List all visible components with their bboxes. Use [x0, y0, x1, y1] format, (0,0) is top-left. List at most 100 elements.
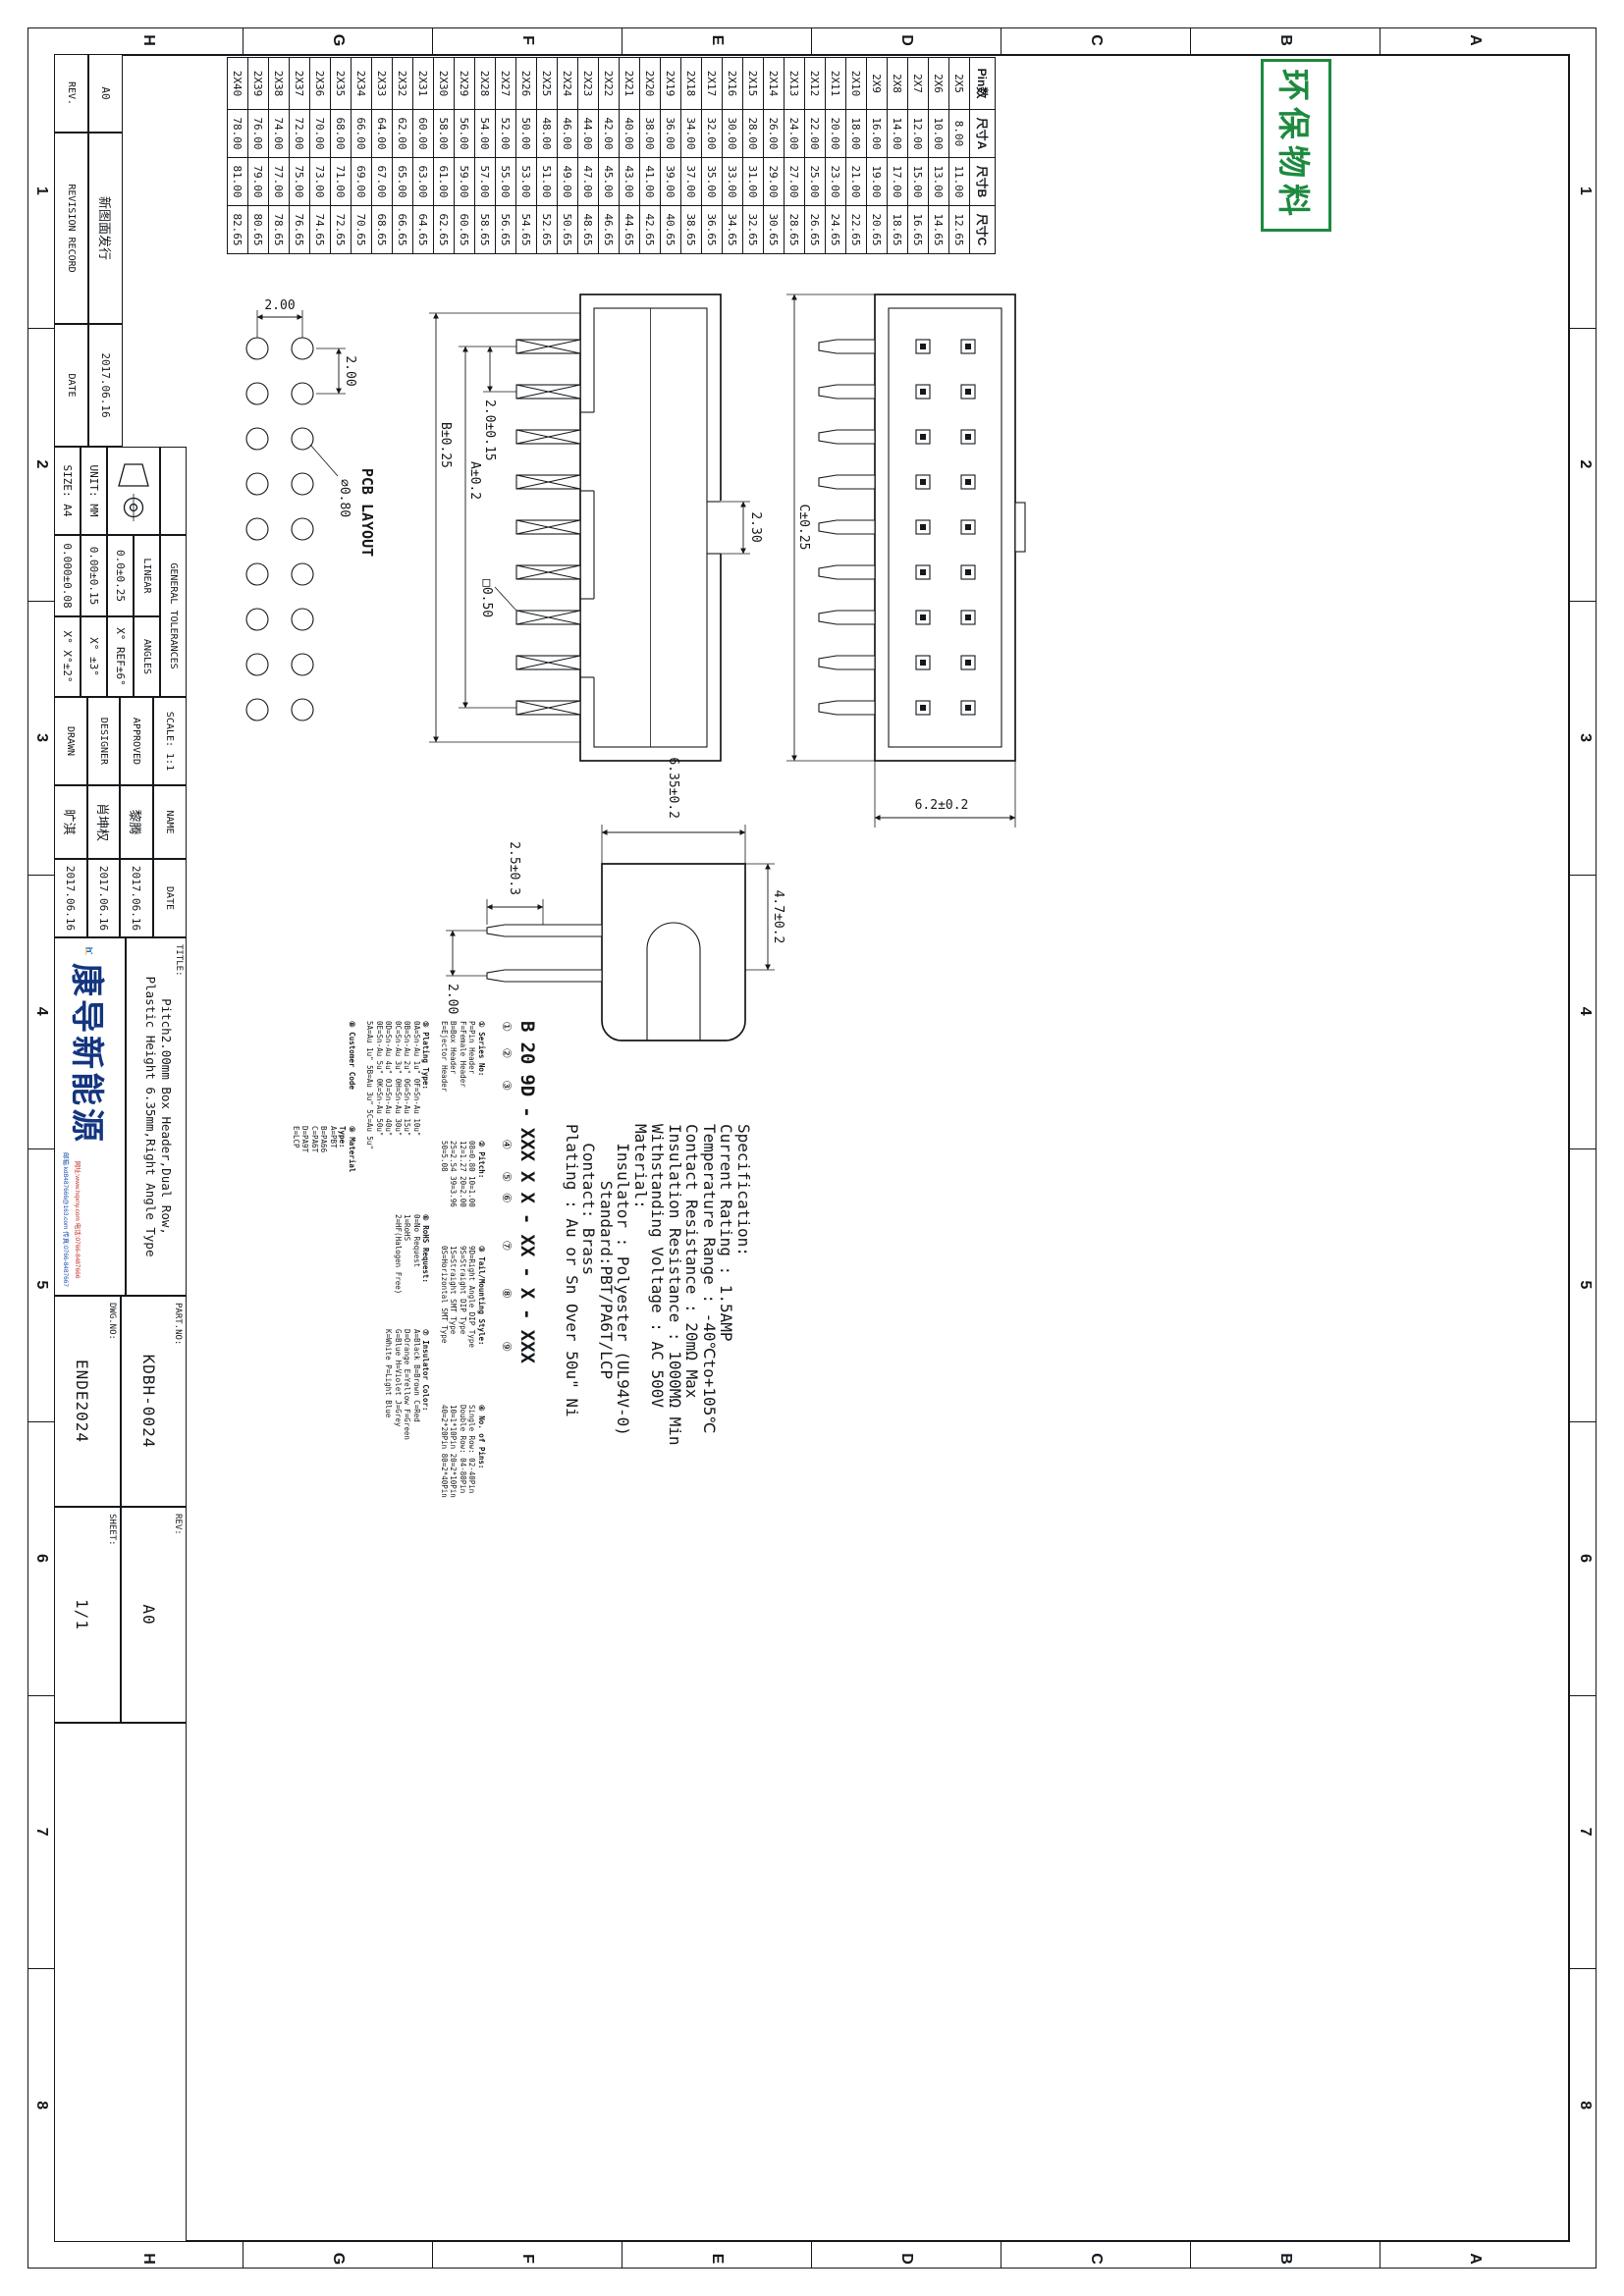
zone-tick [1570, 874, 1597, 876]
svg-text:6.35±0.2: 6.35±0.2 [666, 757, 680, 819]
zone-tick [1570, 1694, 1597, 1696]
rev-cell: REV: A0 [121, 1507, 187, 1723]
designer-name: 肖坤权 [87, 785, 120, 859]
svg-text:B±0.25: B±0.25 [438, 422, 453, 468]
zone-label: 1 [33, 186, 50, 195]
svg-text:6.2±0.2: 6.2±0.2 [915, 798, 969, 813]
title-line1: Pitch2.00mm Box Header,Dual Row, [159, 998, 174, 1235]
zone-label: 6 [1577, 1553, 1594, 1563]
spec-line: Contact: Brass [579, 1124, 599, 1276]
zone-label: 5 [33, 1280, 50, 1290]
zone-tick [811, 2242, 812, 2269]
sheet-label: SHEET: [107, 1514, 117, 1546]
zone-label: C [1088, 34, 1106, 46]
zone-label: F [519, 2254, 537, 2264]
zone-label: 5 [1577, 1280, 1594, 1290]
svg-text:2.00: 2.00 [445, 984, 460, 1014]
zone-label: H [140, 2253, 158, 2265]
part-no-cell: PART.NO: KDBH-0024 [121, 1296, 187, 1507]
zone-tick [27, 874, 54, 876]
code-segment: - [516, 1212, 538, 1225]
approved-label: APPROVED [120, 697, 153, 785]
revision-entry-date: 2017.06.16 [88, 324, 123, 447]
zone-label: G [330, 33, 348, 47]
linear-tol-2: 0.00±0.15 [81, 535, 107, 616]
zone-label: E [709, 2253, 727, 2265]
title-box: TITLE: Pitch2.00mm Box Header,Dual Row, … [126, 937, 187, 1296]
revision-header-record: REVISION RECORD [54, 133, 88, 324]
spec-line: Insulator : Polyester (UL94V-0) [614, 1124, 633, 1436]
spec-line: Temperature Range : -40℃to+105℃ [700, 1124, 719, 1434]
zone-label: G [330, 2252, 348, 2266]
spec-line: Material: [631, 1124, 650, 1209]
svg-text:2.00: 2.00 [264, 298, 295, 313]
eco-material-stamp: 环保物料 [1261, 59, 1331, 232]
angle-tol-2: X° ±3° [81, 616, 107, 697]
part-no-label: PART.NO: [173, 1303, 183, 1346]
legend-block: ⑤ Plating Type:0A=Sn-Au 1u" 0F=Sn-Au 10u… [365, 1021, 431, 1149]
spec-line: Withstanding Voltage : AC 500V [648, 1124, 668, 1408]
code-segment: - [516, 1266, 538, 1278]
projection-symbol-cell [107, 447, 160, 535]
zone-label: F [519, 35, 537, 45]
svg-text:4.7±0.2: 4.7±0.2 [771, 890, 785, 944]
general-tolerances-header: GENERAL TOLERANCES [160, 535, 187, 697]
dwg-no-cell: DWG.NO: ENDE2024 [54, 1296, 121, 1507]
dim-table-col-header: 尺寸B [969, 157, 996, 206]
dwg-no-label: DWG.NO: [107, 1303, 117, 1340]
scale-cell: SCALE: 1:1 [153, 697, 187, 785]
company-name: 康导新能源 [68, 962, 105, 1145]
date-header: DATE [153, 859, 187, 937]
zone-tick [27, 601, 54, 603]
code-segment: - [516, 1308, 538, 1320]
zone-label: E [709, 34, 727, 46]
legend-block: ③ Tail/Mounting Style:9D=Right Angle DIP… [440, 1246, 486, 1348]
zone-tick [1190, 2242, 1191, 2269]
spec-line: Standard:PBT/PA6T/LCP [597, 1124, 616, 1380]
svg-text:∅0.80: ∅0.80 [337, 479, 352, 517]
dim-table-col-header: 尺寸C [969, 205, 996, 254]
zone-label: A [1467, 2253, 1485, 2265]
zone-label: 7 [1577, 1827, 1594, 1837]
zone-tick [243, 27, 244, 54]
zone-label: B [1277, 34, 1295, 46]
designer-label: DESIGNER [87, 697, 120, 785]
svg-text:C±0.25: C±0.25 [796, 505, 811, 551]
company-logo-icon [85, 946, 93, 955]
zone-tick [432, 2242, 433, 2269]
svg-text:A±0.2: A±0.2 [467, 461, 482, 500]
zone-label: A [1467, 34, 1485, 46]
sheet-value: 1/1 [73, 1599, 92, 1630]
drawn-name: 旷淇 [54, 785, 87, 859]
designer-date: 2017.06.16 [87, 859, 120, 937]
revision-entry-record: 新图面发行 [88, 133, 123, 324]
legend-block: ⑧ Customer Code [348, 1021, 356, 1090]
spec-line: Insulation Resistance : 1000MΩ Min [666, 1124, 684, 1446]
zone-tick [622, 27, 623, 54]
